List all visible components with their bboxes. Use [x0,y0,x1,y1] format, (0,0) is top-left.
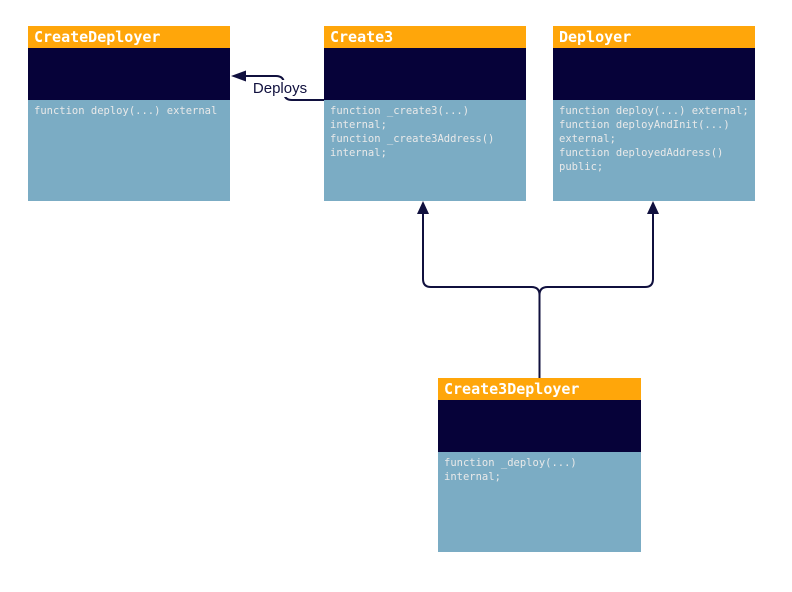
class-methods-compartment: function _deploy(...) internal; [438,452,641,552]
method-line: function _deploy(...) [444,457,577,469]
class-title: Create3Deployer [438,378,641,400]
method-line: function deployedAddress() [559,147,724,159]
class-node-create3: Create3 function _create3(...) internal;… [324,26,526,201]
class-fields-compartment [438,400,641,452]
class-fields-compartment [28,48,230,100]
method-line: internal; [444,471,501,483]
class-title: Deployer [553,26,755,48]
class-methods-compartment: function deploy(...) external; function … [553,100,755,201]
method-line: internal; [330,147,387,159]
method-line: function deploy(...) external [34,105,218,117]
edge-create3deployer-deployer [538,213,654,378]
method-line: public; [559,161,604,173]
class-fields-compartment [553,48,755,100]
method-line: function deploy(...) external; [559,105,749,117]
class-node-deployer: Deployer function deploy(...) external; … [553,26,755,201]
edge-label-deploys: Deploys [250,80,310,97]
method-line: function _create3(...) [330,105,470,117]
class-methods-compartment: function _create3(...) internal; functio… [324,100,526,201]
arrowhead-up-icon [647,201,659,214]
class-methods-compartment: function deploy(...) external [28,100,230,201]
method-line: external; [559,133,616,145]
edge-create3deployer-create3 [422,213,541,378]
method-line: function _create3Address() [330,133,495,145]
class-fields-compartment [324,48,526,100]
class-node-create3deployer: Create3Deployer function _deploy(...) in… [438,378,641,552]
class-node-createdeployer: CreateDeployer function deploy(...) exte… [28,26,230,201]
class-title: CreateDeployer [28,26,230,48]
arrowhead-left-icon [231,70,246,82]
method-line: function deployAndInit(...) [559,119,730,131]
arrowhead-up-icon [417,201,429,214]
class-title: Create3 [324,26,526,48]
method-line: internal; [330,119,387,131]
